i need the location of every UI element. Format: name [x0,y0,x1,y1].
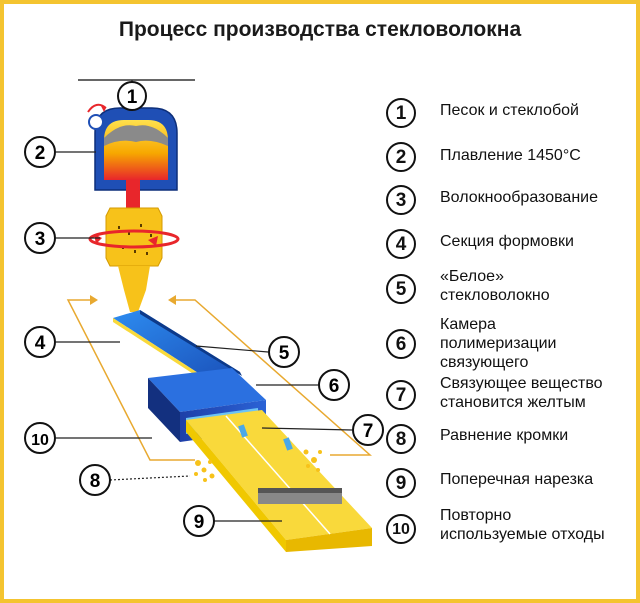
legend-number: 6 [386,329,416,359]
legend-number: 7 [386,380,416,410]
callout-7: 7 [352,414,384,446]
legend-item-2: 2 Плавление 1450°С [386,140,636,180]
legend-number: 8 [386,424,416,454]
legend-number: 3 [386,185,416,215]
legend-label: «Белое» стекловолокно [440,268,550,304]
callout-1: 1 [117,81,147,111]
legend-label: Поперечная нарезка [440,471,594,488]
legend-number: 10 [386,514,416,544]
legend-item-7: 7 Связующее вещество становится желтым [386,375,636,418]
recycle-loop [66,299,372,461]
callout-3: 3 [24,222,56,254]
callout-10: 10 [24,422,56,454]
legend-label: Камера полимеризации связующего [440,316,557,371]
legend-number: 5 [386,274,416,304]
diagram-title: Процесс производства стекловолокна [118,18,522,41]
legend-item-9: 9 Поперечная нарезка [386,466,636,506]
legend-label: Секция формовки [440,233,574,250]
legend-item-5: 5 «Белое» стекловолокно [386,268,636,312]
legend-number: 1 [386,98,416,128]
legend-item-1: 1 Песок и стеклобой [386,96,636,136]
recycle-arrow-left [90,295,98,305]
legend-number: 4 [386,229,416,259]
legend-label: Равнение кромки [440,427,569,444]
svg-text:10: 10 [31,432,49,449]
legend-item-6: 6 Камера полимеризации связующего [386,316,636,371]
svg-text:7: 7 [363,421,374,442]
legend-label: Волокнообразование [440,189,598,206]
callout-8: 8 [79,464,111,496]
legend-number: 9 [386,468,416,498]
legend-label: Плавление 1450°С [440,147,581,164]
callout-2: 2 [24,136,56,168]
svg-text:6: 6 [329,376,340,397]
callout-9: 9 [183,505,215,537]
callout-4: 4 [24,326,56,358]
fiberizing-spinner [88,207,180,312]
legend-label: Песок и стеклобой [440,102,579,119]
legend-number: 2 [386,142,416,172]
legend-label: Связующее вещество становится желтым [440,375,603,411]
melting-furnace [94,107,178,208]
yellow-mat [186,410,372,552]
svg-text:1: 1 [127,87,138,108]
callout-6: 6 [318,369,350,401]
svg-text:3: 3 [35,229,46,250]
svg-text:8: 8 [90,471,101,492]
svg-text:9: 9 [194,512,205,533]
forming-section [113,310,242,386]
recycle-arrow-right [168,295,176,305]
svg-text:4: 4 [35,333,46,354]
legend-label: Повторно используемые отходы [440,507,605,543]
callout-5: 5 [268,336,300,368]
legend-item-8: 8 Равнение кромки [386,422,636,462]
gauge-icon [87,103,107,130]
svg-text:5: 5 [279,343,290,364]
legend-item-4: 4 Секция формовки [386,227,636,267]
edge-trim-scraps [194,449,322,482]
legend-item-10: 10 Повторно используемые отходы [386,507,636,552]
svg-text:2: 2 [35,143,46,164]
leader-lines [56,151,353,522]
legend-item-3: 3 Волокнообразование [386,183,636,223]
